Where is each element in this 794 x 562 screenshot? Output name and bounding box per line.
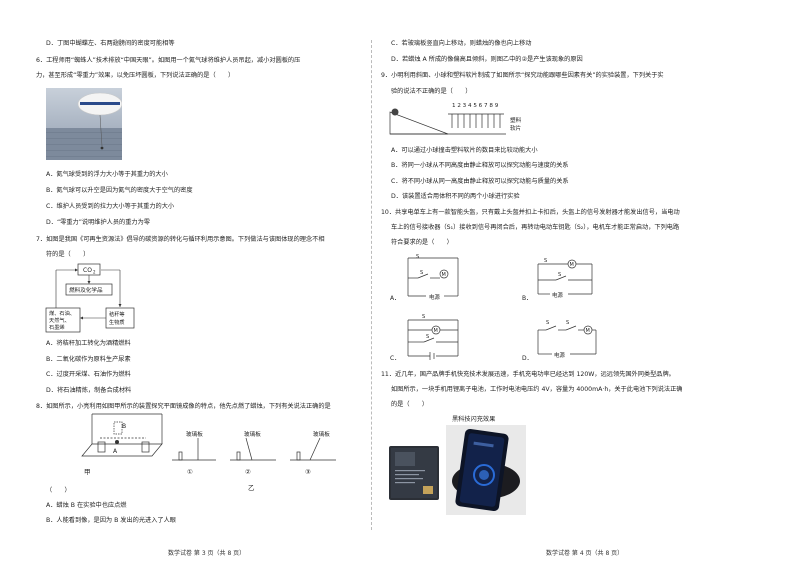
b-s2: S xyxy=(544,258,547,264)
q11-stem-line2: 如图所示，一块手机用锂离子电池，工作时电池电压约 4V，容量为 4000mA·h… xyxy=(391,386,683,393)
q8-option-c: C．若玻璃板竖直向上移动，则蜡烛的像也向上移动 xyxy=(391,40,532,47)
q9-option-c: C．将不同小球从同一高度由静止释放可以探究动能与质量的关系 xyxy=(391,178,569,185)
q7-option-d: D．将石油精炼，制备合成材料 xyxy=(46,387,132,394)
q11-photo-caption: 黑科技闪充效果 xyxy=(452,416,496,423)
fuel-label: 燃料及化学品 xyxy=(69,286,103,294)
soft-sheet-label-1: 塑料 xyxy=(510,116,522,124)
option-b-label: B． xyxy=(522,295,532,302)
q9-option-d: D．该装置适合用体积不同的两个小球进行实验 xyxy=(391,193,520,200)
incline xyxy=(389,111,449,135)
battery-art xyxy=(391,448,437,498)
num-3: ③ xyxy=(305,468,311,476)
q7-carbon-cycle-diagram: CO 2 燃料及化学品 煤、石油、 天然气、 石墨烯 秸秆等 生物质 xyxy=(45,263,135,333)
q7-stem-line2: 符的是（ ） xyxy=(46,251,90,258)
glass-label-1: 玻璃板 xyxy=(186,430,203,438)
c-motor: M xyxy=(434,328,438,334)
q9-stem-line2: 验的说法不正确的是（ ） xyxy=(391,88,472,95)
q8-stem-line1: 8．如图所示，小亮利用如图甲所示的装置探究平面镜成像的特点，他先点燃了蜡烛，下列… xyxy=(36,403,331,410)
d-power: 电源 xyxy=(554,351,565,359)
c-s1: S xyxy=(426,334,429,340)
soft-sheet-numbers: 1 2 3 4 5 6 7 8 9 xyxy=(452,103,499,109)
footer-right: 数学试卷 第 4 页（共 8 页） xyxy=(546,550,624,557)
q8-paren: （ ） xyxy=(46,487,71,494)
q11-stem-line3: 的是（ ） xyxy=(391,401,429,408)
balloon-photo-art xyxy=(46,88,122,160)
q6-option-a: A．氦气球受到的浮力大小等于其重力的大小 xyxy=(46,171,168,178)
ball xyxy=(391,108,399,116)
d-s1: S xyxy=(546,320,549,326)
glass-setup-1 xyxy=(172,438,216,461)
q7-option-a: A．将秸秆加工转化为酒精燃料 xyxy=(46,340,131,347)
q7-stem-line1: 7．如图是我国《可再生资源法》倡导的碳资源的转化与循环利用示意图。下列做法与该图… xyxy=(36,236,325,243)
glass-setup-3 xyxy=(290,437,336,461)
biomass-label-2: 生物质 xyxy=(109,318,125,326)
co2-label: CO xyxy=(83,267,92,274)
b-motor: M xyxy=(570,262,574,268)
biomass-label-1: 秸秆等 xyxy=(109,310,125,318)
q10-stem-line2: 车上的信号接收器（S₁）接收到信号再闭合后，再转动电动车钥匙（S₂），电机车才能… xyxy=(391,224,680,231)
glass-label-3: 玻璃板 xyxy=(313,430,330,438)
q8-option-d: D．若蜡烛 A 所成的像偏高且倾斜，则图乙中的②是产生该现象的原因 xyxy=(391,56,583,63)
setup-jia xyxy=(81,413,163,457)
circuit-c xyxy=(407,319,459,360)
circuit-d xyxy=(537,325,597,355)
circuit-a xyxy=(407,257,459,297)
d-motor: M xyxy=(586,328,590,334)
a-s2: S xyxy=(420,270,423,276)
q6-balloon-photo xyxy=(46,88,122,160)
num-1: ① xyxy=(187,468,193,476)
q6-stem-line1: 6．工程师用“蜘蛛人”技术排放“中国天眼”。如图用一个氦气球将维护人员吊起，减小… xyxy=(36,57,301,64)
b-s1: S xyxy=(558,272,561,278)
q11-phone-photo xyxy=(446,425,526,515)
q8-option-b: B．人能看到像，是因为 B 发出的光进入了人眼 xyxy=(46,517,176,524)
q5-option-d: D．丁图中蝴蝶左、右两翅膀间的密度可能相等 xyxy=(46,40,175,47)
option-c-label: C． xyxy=(390,355,400,362)
label-a: A xyxy=(113,448,118,455)
q11-battery-photo xyxy=(389,446,439,500)
glass-label-2: 玻璃板 xyxy=(244,430,261,438)
q10-stem-line1: 10．共享电单车上有一款智能头盔，只有戴上头盔并扣上卡扣后，头盔上的信号发射器才… xyxy=(381,209,680,216)
a-power: 电源 xyxy=(429,293,440,301)
option-a-label: A． xyxy=(390,295,400,302)
q9-stem-line1: 9．小明利用斜面、小球和塑料软片制成了如图所示“探究动能跟哪些因素有关”的实验装… xyxy=(381,72,664,79)
fossil-box xyxy=(45,307,81,333)
candle-a xyxy=(115,440,119,444)
num-2: ② xyxy=(245,468,251,476)
q6-stem-line2: 力，甚至形成“零重力”效果，以免压坏圆板，下列说法正确的是（ ） xyxy=(36,72,235,79)
q9-option-a: A．可以通过小球撞击塑料软片的数目来比较动能大小 xyxy=(391,147,538,154)
a-s1: S xyxy=(416,254,419,260)
q10-circuit-options: A． S S M 电源 B． S S M 电源 C． xyxy=(390,254,597,362)
q7-option-b: B．二氧化碳作为原料生产尿素 xyxy=(46,356,131,363)
c-s2: S xyxy=(422,314,425,320)
soft-sheets xyxy=(451,114,501,128)
footer-left: 数学试卷 第 3 页（共 8 页） xyxy=(168,550,246,557)
q9-incline-diagram: 1 2 3 4 5 6 7 8 9 塑料 软片 xyxy=(389,103,522,135)
q7-option-c: C．过度开采煤、石油作为燃料 xyxy=(46,371,131,378)
co2-subscript: 2 xyxy=(93,270,96,275)
a-motor: M xyxy=(442,272,446,278)
circuit-b xyxy=(537,259,593,295)
q8-option-a: A．蜡烛 B 在实验中也应点燃 xyxy=(46,502,127,509)
q6-option-b: B．氦气球可以升空是因为氦气的密度大于空气的密度 xyxy=(46,187,193,194)
q6-option-c: C．维护人员受到的拉力大小等于其重力的大小 xyxy=(46,203,175,210)
q9-option-b: B．将同一小球从不同高度由静止释放可以探究动能与速度的关系 xyxy=(391,162,569,169)
glass-setup-2 xyxy=(230,437,276,461)
column-divider xyxy=(371,40,372,530)
fossil-label-2: 天然气、 xyxy=(49,316,70,324)
q8-mirror-diagrams: A B 甲 玻璃板 ① 玻璃板 ② 玻璃板 ③ 乙 xyxy=(81,413,336,492)
fossil-label-1: 煤、石油、 xyxy=(49,309,75,317)
q10-stem-line3: 符合要求的是（ ） xyxy=(391,239,453,246)
phone-art xyxy=(452,428,520,512)
fossil-label-3: 石墨烯 xyxy=(49,323,65,331)
q6-option-d: D．“零重力”说明维护人员的重力为零 xyxy=(46,219,150,226)
option-d-label: D． xyxy=(522,355,533,362)
q11-stem-line1: 11．近几年，国产品牌手机快充技术发展迅速，手机充电功率已经达到 120W，远远… xyxy=(381,371,675,378)
soft-sheet-label-2: 软片 xyxy=(510,124,522,132)
label-b: B xyxy=(122,423,126,430)
b-power: 电源 xyxy=(552,291,563,299)
d-s2: S xyxy=(566,320,569,326)
caption-jia: 甲 xyxy=(84,468,91,476)
caption-yi: 乙 xyxy=(248,484,255,492)
